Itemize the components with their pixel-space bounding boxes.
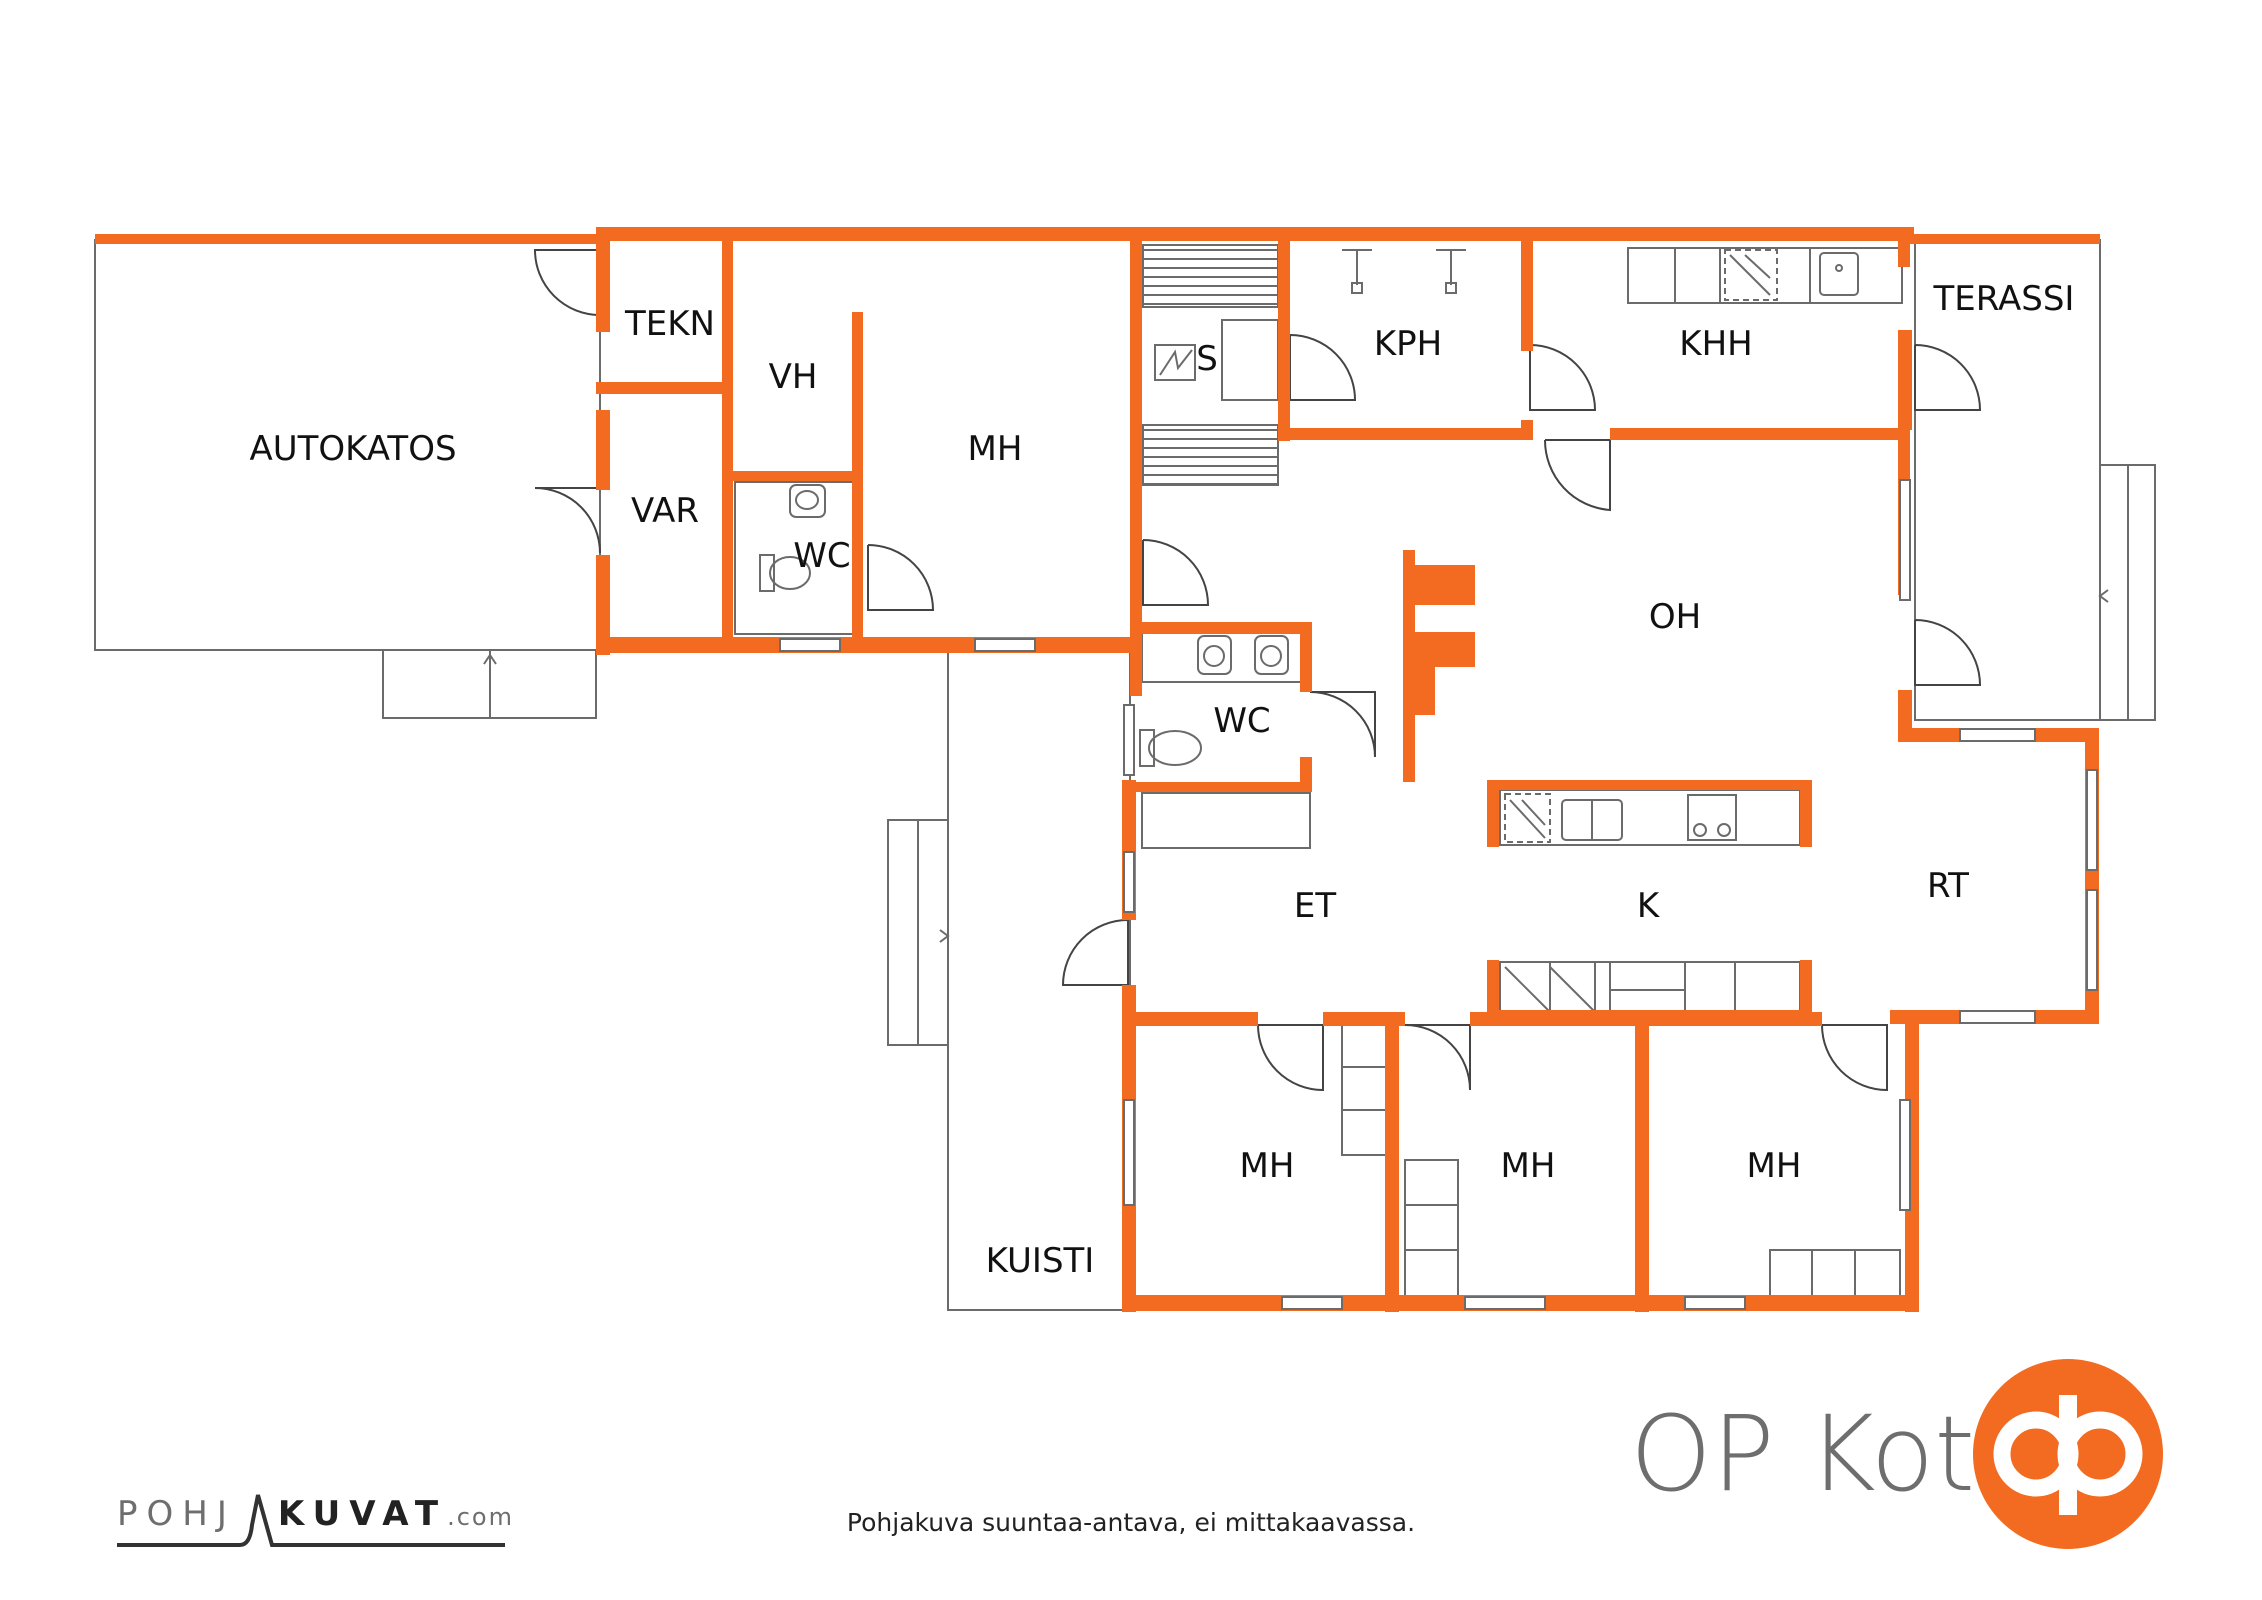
room-vh: VH [769, 357, 818, 397]
room-et: ET [1294, 886, 1336, 926]
fixtures [734, 247, 1903, 1301]
credit-logo-lines [117, 1494, 505, 1547]
room-kuisti: KUISTI [986, 1241, 1095, 1281]
room-mh-1: MH [1240, 1146, 1295, 1186]
room-wc-main: WC [1213, 701, 1270, 741]
room-mh-top: MH [968, 429, 1023, 469]
brand-name: OP Koti [1630, 1393, 2004, 1515]
room-autokatos: AUTOKATOS [249, 429, 456, 469]
room-wc-small: WC [793, 536, 850, 576]
room-rt: RT [1927, 866, 1969, 906]
op-logo-icon [1973, 1359, 2163, 1549]
room-labels: AUTOKATOS TEKN VAR VH WC MH S KPH KHH TE… [249, 279, 2074, 1281]
disclaimer-note: Pohjakuva suuntaa-antava, ei mittakaavas… [846, 1508, 1416, 1537]
room-mh-3: MH [1747, 1146, 1802, 1186]
room-kph: KPH [1374, 324, 1442, 364]
windows [779, 479, 2098, 1310]
room-tekn: TEKN [624, 304, 715, 344]
stairs [1142, 244, 1279, 486]
room-khh: KHH [1679, 324, 1752, 364]
room-k: K [1637, 886, 1661, 926]
room-var: VAR [631, 491, 699, 531]
room-s: S [1196, 339, 1218, 379]
doors [533, 249, 1982, 1092]
room-mh-2: MH [1501, 1146, 1556, 1186]
room-oh: OH [1649, 597, 1701, 637]
brand: OP Koti [1630, 1359, 2163, 1549]
credit-logo: POHJ KUVAT.com [117, 1494, 514, 1534]
credit-part-b: KUVAT [277, 1494, 448, 1534]
credit-part-a: POHJ [117, 1494, 236, 1534]
credit-part-c: .com [447, 1503, 514, 1531]
room-terassi: TERASSI [1933, 279, 2075, 319]
